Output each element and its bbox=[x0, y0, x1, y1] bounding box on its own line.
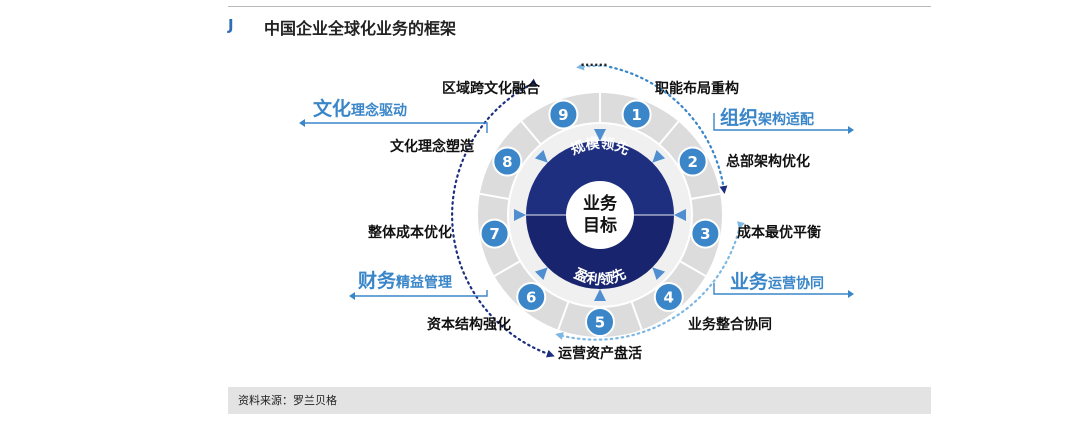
step-node: 5 bbox=[585, 307, 615, 337]
guide-arc-top bbox=[576, 62, 608, 71]
center-line2: 目标 bbox=[583, 215, 617, 236]
step-node-circle bbox=[479, 218, 510, 249]
step-node-number: 8 bbox=[502, 153, 512, 171]
bracket-org-end bbox=[848, 126, 854, 134]
figure-title: 中国企业全球化业务的框架 bbox=[264, 19, 457, 38]
step-node: 4 bbox=[653, 281, 684, 312]
step-node-number: 4 bbox=[664, 288, 674, 306]
step-node-label: 职能布局重构 bbox=[655, 80, 739, 97]
step-node-label: 资本结构强化 bbox=[427, 316, 511, 333]
step-node: 2 bbox=[677, 146, 708, 177]
category-finance: 财务精益管理 bbox=[358, 269, 452, 292]
category-biz-big: 业务 bbox=[730, 270, 769, 293]
category-biz-small: 运营协同 bbox=[768, 275, 824, 292]
step-node: 1 bbox=[621, 99, 652, 130]
step-node-label: 文化理念塑造 bbox=[390, 138, 474, 155]
top-rule bbox=[228, 6, 931, 7]
inward-arrow bbox=[514, 209, 526, 221]
guide-arc-left bbox=[451, 78, 555, 358]
guide-arc-right-lower bbox=[555, 221, 745, 341]
step-node-number: 5 bbox=[595, 314, 605, 332]
guide-arc-right bbox=[608, 65, 728, 194]
step-node: 7 bbox=[479, 218, 510, 249]
category-org-small: 架构适配 bbox=[757, 111, 814, 128]
step-node: 8 bbox=[492, 146, 523, 177]
segment-divider bbox=[479, 192, 510, 201]
category-culture-small: 理念驱动 bbox=[351, 102, 407, 119]
step-node-label: 区域跨文化融合 bbox=[442, 80, 541, 97]
source-note: 资料来源：罗兰贝格 bbox=[228, 387, 931, 414]
step-node-circle bbox=[690, 218, 721, 249]
bracket-finance-end bbox=[349, 292, 355, 300]
step-node-label: 总部架构优化 bbox=[726, 153, 810, 170]
step-node-label: 整体成本优化 bbox=[367, 224, 452, 241]
step-node-number: 3 bbox=[700, 225, 710, 243]
bracket-biz bbox=[713, 283, 848, 295]
segment-divider bbox=[493, 260, 521, 277]
center-line1: 业务 bbox=[583, 193, 618, 214]
step-node-circle bbox=[492, 146, 523, 177]
step-node-circle bbox=[585, 307, 615, 337]
step-node-number: 2 bbox=[687, 153, 697, 171]
category-culture: 文化理念驱动 bbox=[313, 97, 407, 120]
step-node-circle bbox=[516, 281, 547, 312]
category-org: 组织架构适配 bbox=[720, 106, 814, 129]
step-node-circle bbox=[621, 99, 652, 130]
step-node: 6 bbox=[516, 281, 547, 312]
step-node-label: 运营资产盘活 bbox=[558, 345, 642, 362]
center-circle bbox=[566, 181, 634, 249]
step-node-label: 成本最优平衡 bbox=[737, 224, 821, 241]
inward-arrow bbox=[674, 209, 686, 221]
bracket-org bbox=[713, 113, 848, 131]
category-finance-small: 精益管理 bbox=[396, 274, 452, 291]
category-finance-big: 财务 bbox=[358, 269, 397, 292]
segment-divider bbox=[690, 192, 721, 201]
step-node-circle bbox=[548, 99, 579, 130]
step-node-number: 7 bbox=[489, 225, 499, 243]
inward-arrow bbox=[594, 129, 606, 141]
core-upper bbox=[526, 141, 674, 215]
step-node-number: 9 bbox=[558, 106, 568, 124]
bracket-ends bbox=[299, 119, 854, 300]
bracket-finance bbox=[355, 290, 488, 297]
step-node-label: 业务整合协同 bbox=[688, 316, 772, 333]
bracket-biz-end bbox=[848, 290, 854, 298]
step-node-circle bbox=[653, 281, 684, 312]
bracket-culture-end bbox=[299, 119, 305, 127]
bracket-culture bbox=[305, 122, 488, 133]
segment-divider bbox=[658, 120, 680, 146]
category-biz: 业务运营协同 bbox=[730, 270, 824, 293]
step-node-circle bbox=[677, 146, 708, 177]
category-org-big: 组织 bbox=[720, 106, 758, 129]
step-nodes: 1 职能布局重构 2 总部架构优化 3 成本最优平衡 4 业务整合协同 5 运营资产盘活 6 资本结构… bbox=[367, 80, 821, 362]
ellipsis: ...... bbox=[580, 55, 607, 69]
step-node: 9 bbox=[548, 99, 579, 130]
step-node-number: 1 bbox=[631, 106, 641, 124]
figure-letter: J bbox=[228, 16, 234, 34]
category-brackets bbox=[305, 113, 848, 297]
step-node: 3 bbox=[690, 218, 721, 249]
step-node-number: 6 bbox=[526, 288, 536, 306]
category-culture-big: 文化 bbox=[313, 97, 351, 120]
